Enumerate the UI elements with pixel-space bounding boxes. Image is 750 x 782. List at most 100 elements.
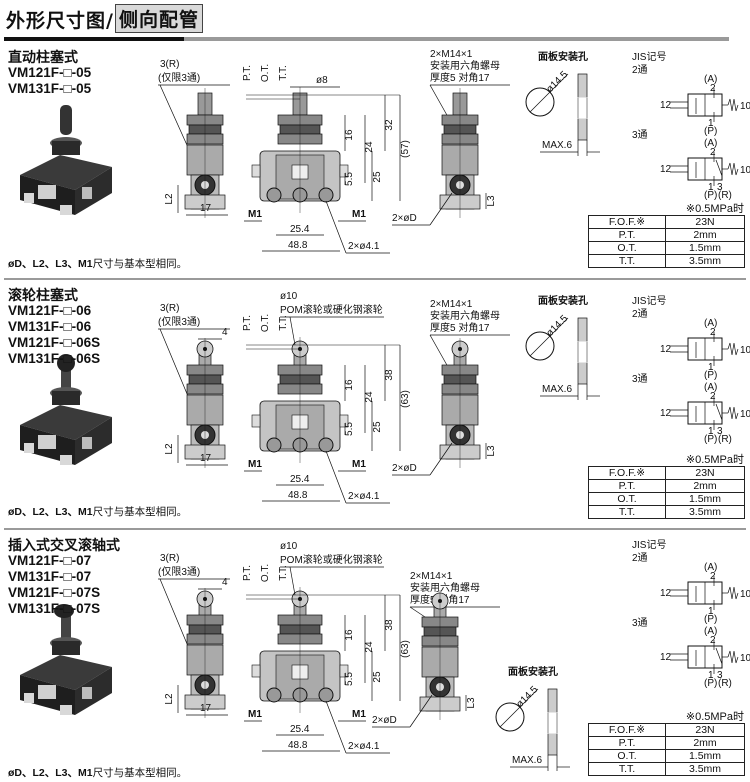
jis-port-1: 1 [708, 426, 714, 437]
table-row: T.T.3.5mm [588, 254, 745, 268]
nut-label: 2×M14×1 安装用六角螺母 厚度5 对角17 [409, 571, 500, 620]
jis-port-1: 1 [708, 362, 714, 373]
model-number: VM131F-□-07 [8, 569, 92, 584]
dim-l3: L3 [486, 195, 497, 207]
spec-name: T.T. [588, 505, 666, 519]
panel-title: 面板安装孔 [508, 665, 558, 678]
jis-title: JIS记号 [632, 295, 666, 307]
header-rule-gray [184, 37, 729, 41]
jis-3way-label: 3通 [632, 617, 648, 629]
dim-l3: L3 [486, 445, 497, 457]
panel-max-thickness: MAX.6 [542, 140, 572, 151]
jis-port-p: (P) [704, 678, 717, 689]
model-number: VM121F-□-05 [8, 65, 92, 80]
jis-port-p: (P) [704, 126, 717, 137]
jis-port-a: (A) [704, 626, 717, 637]
jis-2way-label: 2通 [632, 552, 648, 564]
page-title: 外形尺寸图/侧向配管 [6, 4, 203, 33]
table-row: F.O.F.※23N [588, 466, 745, 480]
dim-total: (57) [400, 140, 411, 158]
dimension-note: øD、L2、L3、M1尺寸与基本型相同。 [8, 765, 187, 780]
product-photo [20, 604, 112, 715]
panel-max-thickness: MAX.6 [512, 755, 542, 766]
note-text: 尺寸与基本型相同。 [92, 258, 188, 270]
spec-name: F.O.F.※ [588, 215, 666, 229]
actuator-diameter: ø10 [280, 291, 298, 302]
dim-24: 24 [364, 641, 375, 653]
dim-top: 32 [384, 119, 395, 131]
front-view-drawing [251, 337, 349, 463]
nut-desc: 安装用六角螺母 [430, 59, 500, 72]
spec-name: F.O.F.※ [588, 723, 666, 737]
jis-symbol-2way: 12 10 (A) 2 1 (P) [660, 318, 750, 381]
side-view-drawing [184, 338, 226, 468]
dim-16: 16 [344, 629, 355, 641]
jis-symbol-3way: 12 10 (A) 2 1 (P) 3(R) [660, 138, 750, 201]
spec-value: 2mm [665, 736, 745, 750]
port-label: 3(R) [160, 553, 179, 564]
table-row: T.T.3.5mm [588, 505, 745, 519]
jis-port-1: 1 [708, 670, 714, 681]
spec-value: 3.5mm [665, 505, 745, 519]
nut-desc: 安装用六角螺母 [410, 581, 480, 594]
table-row: T.T.3.5mm [588, 762, 745, 776]
jis-port-1: 1 [708, 118, 714, 129]
dim-m1-right: M1 [352, 709, 366, 720]
dim-25: 25 [372, 421, 383, 433]
jis-port-10: 10 [740, 653, 750, 664]
dim-ot: O.T. [260, 564, 271, 582]
note-dims: øD、L2、L3、M1 [8, 767, 93, 779]
port-sub-label: (仅限3通) [158, 72, 200, 84]
dim-25: 25 [372, 171, 383, 183]
dim-5-5: 5.5 [344, 422, 355, 436]
dim-5-5: 5.5 [344, 672, 355, 686]
jis-port-12: 12 [660, 344, 672, 355]
dim-17: 17 [200, 453, 212, 464]
table-row: F.O.F.※23N [588, 723, 745, 737]
side-view-drawing [439, 88, 481, 218]
roller-width-label: 4 [222, 577, 228, 588]
panel-diameter: ø14.5 [544, 313, 570, 339]
jis-symbol-2way: 12 10 (A) 2 1 (P) [660, 74, 750, 137]
actuator-diameter: ø10 [280, 541, 298, 552]
dim-m1-right: M1 [352, 459, 366, 470]
model-number: VM121F-□-06 [8, 303, 92, 318]
spec-name: O.T. [588, 492, 666, 506]
header-rule-dark [4, 37, 184, 41]
product-photo [20, 105, 112, 215]
spec-value: 1.5mm [665, 241, 745, 255]
dim-tt: T.T. [278, 315, 289, 331]
product-photo [20, 354, 112, 465]
panel-title: 面板安装孔 [538, 50, 588, 63]
table-row: O.T.1.5mm [588, 241, 745, 255]
table-row: O.T.1.5mm [588, 492, 745, 506]
panel-mount-hole: 面板安装孔 ø14.5 MAX.6 [525, 294, 600, 400]
jis-port-3: 3 [717, 670, 723, 681]
table-row: O.T.1.5mm [588, 749, 745, 763]
jis-port-3: 3 [717, 426, 723, 437]
dimension-note: øD、L2、L3、M1尺寸与基本型相同。 [8, 256, 187, 271]
port-sub-label: (仅限3通) [158, 566, 200, 578]
spec-name: P.T. [588, 228, 666, 242]
page-title-boxed: 侧向配管 [114, 4, 203, 33]
dim-24: 24 [364, 391, 375, 403]
dim-25-4: 25.4 [290, 224, 310, 235]
jis-port-a: (A) [704, 318, 717, 329]
spec-value: 23N [665, 466, 745, 480]
side-view-drawing [439, 338, 481, 468]
pressure-note: ※0.5MPa时 [685, 711, 744, 723]
spec-name: P.T. [588, 479, 666, 493]
jis-port-2: 2 [710, 83, 716, 94]
model-number: VM131F-□-06S [8, 351, 101, 366]
spec-name: T.T. [588, 254, 666, 268]
dim-25: 25 [372, 671, 383, 683]
dim-ot: O.T. [260, 64, 271, 82]
